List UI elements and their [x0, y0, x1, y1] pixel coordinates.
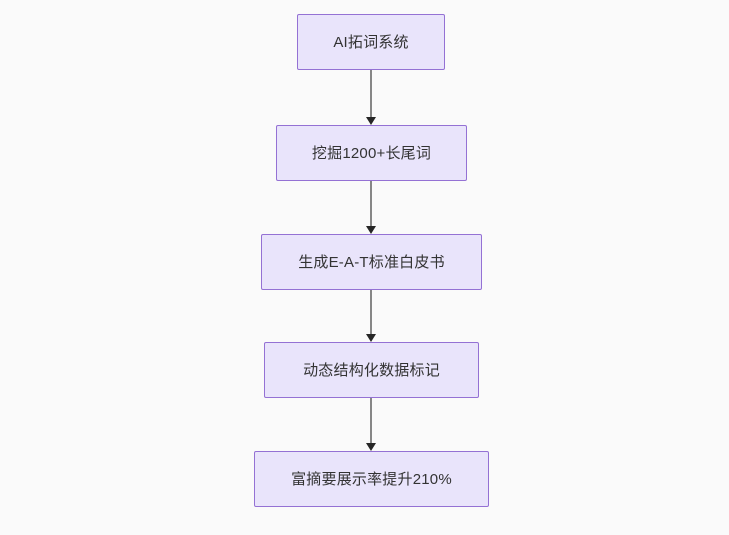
flow-node-label: 生成E-A-T标准白皮书 — [298, 253, 445, 271]
connector-line — [370, 181, 372, 227]
connector-line — [370, 70, 372, 118]
connector-node4-node5 — [365, 398, 377, 451]
connector-line — [370, 290, 372, 335]
flow-node-rich-snippet-rate-increase[interactable]: 富摘要展示率提升210% — [254, 451, 489, 507]
arrowhead-down-icon — [366, 117, 376, 125]
flow-node-label: 富摘要展示率提升210% — [291, 470, 452, 488]
arrowhead-down-icon — [366, 226, 376, 234]
arrowhead-down-icon — [366, 334, 376, 342]
connector-node1-node2 — [365, 70, 377, 125]
flow-node-label: 动态结构化数据标记 — [303, 361, 440, 379]
flow-node-dynamic-structured-data-markup[interactable]: 动态结构化数据标记 — [264, 342, 479, 398]
arrowhead-down-icon — [366, 443, 376, 451]
connector-line — [370, 398, 372, 444]
flow-node-label: 挖掘1200+长尾词 — [311, 144, 432, 162]
flow-node-label: AI拓词系统 — [333, 33, 409, 51]
connector-node2-node3 — [365, 181, 377, 234]
flow-node-ai-keyword-system[interactable]: AI拓词系统 — [297, 14, 445, 70]
flow-node-generate-eat-whitepaper[interactable]: 生成E-A-T标准白皮书 — [261, 234, 482, 290]
flow-node-mine-longtail-keywords[interactable]: 挖掘1200+长尾词 — [276, 125, 467, 181]
connector-node3-node4 — [365, 290, 377, 342]
